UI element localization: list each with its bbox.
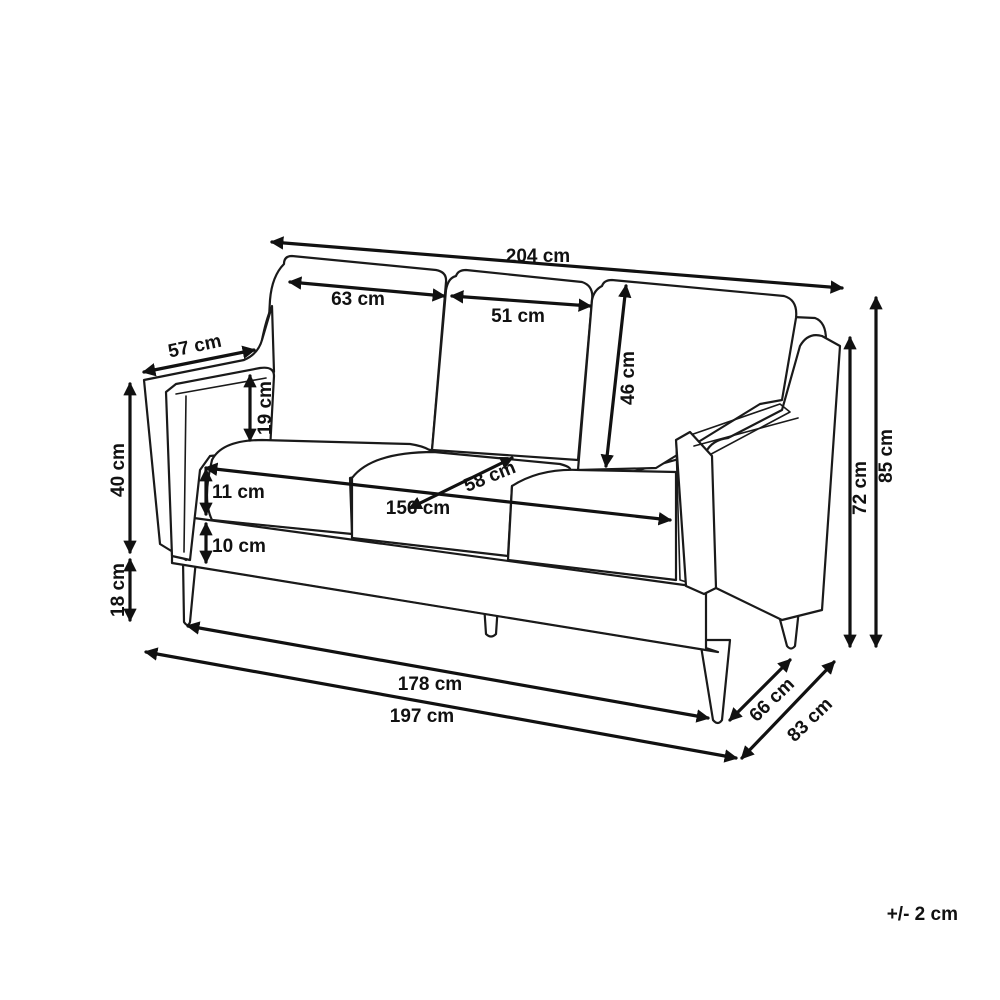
label-overall-width: 204 cm (506, 246, 570, 267)
label-armrest-above-seat: 19 cm (255, 381, 276, 435)
label-seat-cushion-thickness: 11 cm (212, 482, 265, 503)
label-seat-unit-depth: 66 cm (746, 674, 799, 727)
back-cushion-middle (430, 268, 594, 462)
label-leg-height: 18 cm (108, 563, 129, 617)
dim-arrow-overall-width (269, 236, 845, 294)
dim-arrow-right-back-cushion (449, 290, 593, 312)
seat-cushion-right-front (507, 559, 677, 581)
seat-cushion-middle-front (351, 537, 509, 557)
dimension-arrows (123, 236, 883, 763)
right-armrest-front-face (674, 430, 718, 596)
label-left-back-cushion: 63 cm (331, 289, 385, 310)
label-seat-height: 40 cm (108, 443, 129, 497)
back-cushion-left (260, 254, 448, 452)
label-right-back-cushion: 51 cm (491, 306, 545, 327)
dim-arrow-total-depth (740, 660, 836, 760)
label-inner-width: 178 cm (398, 674, 462, 695)
tolerance-note: +/- 2 cm (886, 904, 958, 925)
front-left-leg (181, 558, 198, 627)
dim-arrow-total-width (144, 647, 738, 763)
label-total-width: 197 cm (390, 706, 454, 727)
label-total-depth: 83 cm (784, 694, 837, 747)
label-back-cushion-height: 46 cm (618, 351, 639, 405)
label-armrest-height: 72 cm (850, 461, 871, 515)
dim-arrow-armrest-length (142, 345, 256, 377)
label-seat-width: 156 cm (386, 498, 450, 519)
label-base-thickness: 10 cm (212, 536, 266, 557)
right-armrest-top-seam (693, 417, 799, 447)
dim-arrow-seat-width (203, 462, 673, 526)
label-total-height: 85 cm (876, 429, 897, 483)
left-armrest-inner-line (183, 395, 187, 553)
dim-arrow-left-back-cushion (287, 276, 447, 302)
dim-arrow-back-cushion-height (600, 283, 632, 469)
